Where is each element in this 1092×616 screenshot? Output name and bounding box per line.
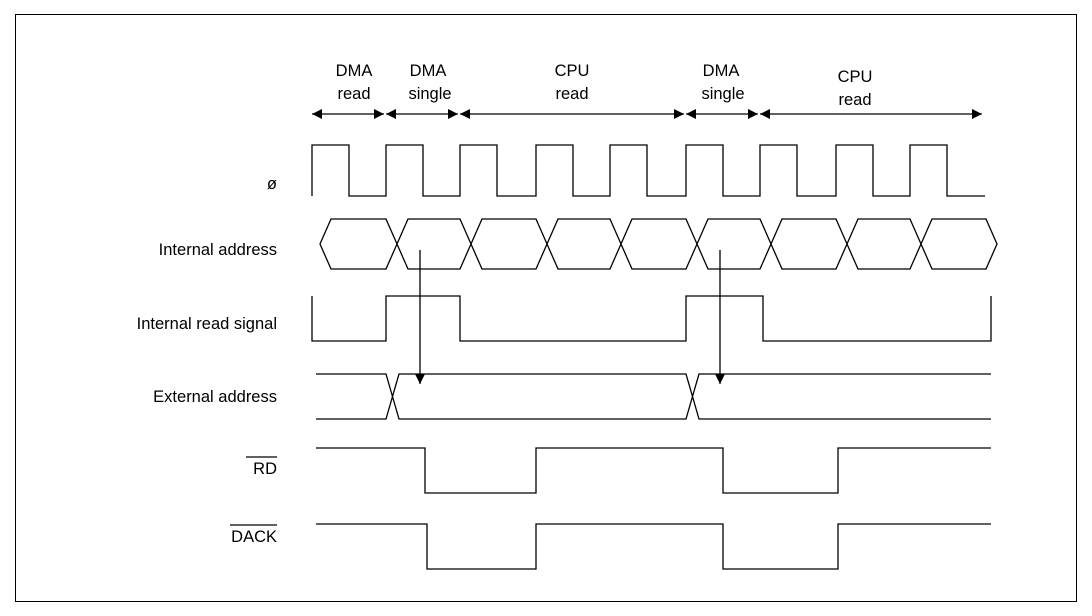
rd-waveform: [316, 447, 991, 494]
phase-2-line2: single: [408, 85, 451, 103]
phase-3-line2: read: [555, 85, 588, 103]
internal-read-waveform: [311, 295, 992, 342]
internal-address-bus: [319, 218, 998, 270]
phase-5-line1: CPU: [838, 68, 873, 86]
phase-4-line1: DMA: [703, 62, 740, 80]
external-address-label: External address: [153, 388, 277, 406]
phase-5-line2: read: [838, 91, 871, 109]
rd-label: RD: [253, 460, 277, 478]
phi-clock-waveform: [311, 144, 985, 197]
internal-address-label: Internal address: [159, 241, 277, 259]
phase-3-line1: CPU: [555, 62, 590, 80]
dack-label: DACK: [231, 528, 277, 546]
internal-read-label: Internal read signal: [137, 315, 277, 333]
signal-labels: ø Internal address Internal read signal …: [137, 175, 277, 546]
dack-waveform: [316, 523, 991, 570]
phi-label: ø: [267, 175, 277, 193]
phase-2-line1: DMA: [410, 62, 447, 80]
phase-1-line1: DMA: [336, 62, 373, 80]
phase-labels: DMA read DMA single CPU read DMA single …: [336, 62, 873, 109]
phase-4-line2: single: [701, 85, 744, 103]
external-address-waveform: [316, 373, 991, 420]
phase-1-line2: read: [337, 85, 370, 103]
diagram-frame: [15, 14, 1077, 602]
